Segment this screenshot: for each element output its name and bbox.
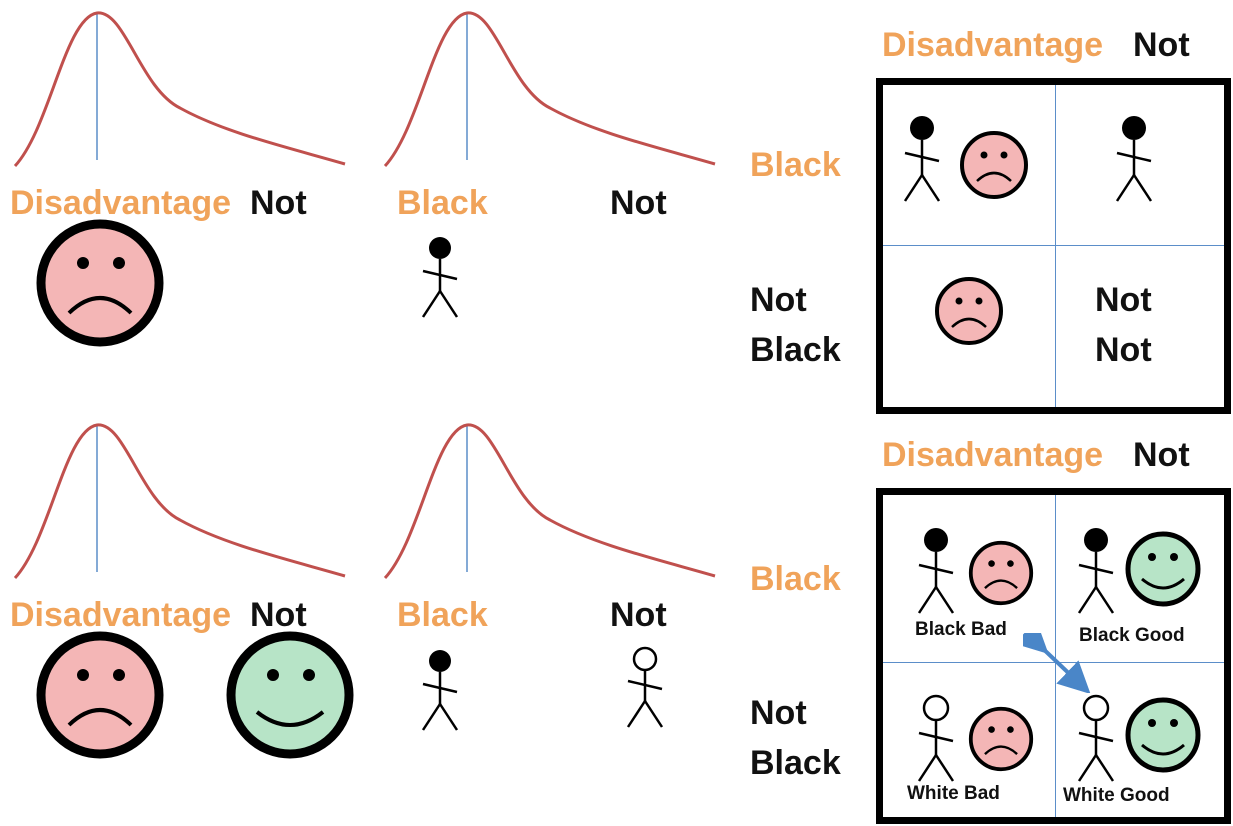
stick-figure-black-icon bbox=[1077, 528, 1115, 614]
label-disadvantage-top: Disadvantage bbox=[10, 184, 232, 222]
label-not-top-2: Not bbox=[610, 184, 667, 222]
distribution-curve-disadvantage bbox=[13, 11, 346, 168]
label-not-top-1: Not bbox=[250, 184, 307, 222]
stick-figure-black-icon bbox=[1115, 116, 1153, 202]
sad-face-icon bbox=[36, 219, 164, 347]
cell-not-not-2: Not bbox=[1095, 331, 1152, 369]
grid2-row-black: Black bbox=[750, 560, 841, 598]
grid-2x2-top: Not Not bbox=[876, 78, 1231, 414]
double-arrow-icon bbox=[1023, 633, 1091, 693]
label-not-bottom-1: Not bbox=[250, 596, 307, 634]
stick-figure-white-icon bbox=[1077, 694, 1115, 782]
stick-figure-white-icon bbox=[626, 646, 664, 728]
sad-face-icon bbox=[968, 540, 1034, 606]
stick-figure-white-icon bbox=[917, 694, 955, 782]
quadrant-label-black-bad: Black Bad bbox=[915, 619, 1007, 640]
label-not-bottom-2: Not bbox=[610, 596, 667, 634]
label-disadvantage-bottom: Disadvantage bbox=[10, 596, 232, 634]
sad-face-icon bbox=[968, 706, 1034, 772]
grid1-header-not: Not bbox=[1133, 26, 1190, 64]
quadrant-label-white-good: White Good bbox=[1063, 785, 1170, 806]
stick-figure-black-icon bbox=[917, 528, 955, 614]
happy-face-icon bbox=[226, 631, 354, 759]
grid2-row-not: Not bbox=[750, 694, 807, 732]
happy-face-icon bbox=[1125, 531, 1201, 607]
happy-face-icon bbox=[1125, 697, 1201, 773]
grid2-header-disadvantage: Disadvantage bbox=[882, 436, 1104, 474]
quadrant-label-black-good: Black Good bbox=[1079, 625, 1185, 646]
stick-figure-black-icon bbox=[903, 116, 941, 202]
grid-2x2-bottom: Black Bad Black Good White Bad bbox=[876, 488, 1231, 824]
distribution-curve-disadvantage-2 bbox=[13, 423, 346, 580]
label-black-bottom: Black bbox=[397, 596, 488, 634]
sad-face-icon bbox=[935, 277, 1003, 345]
grid1-header-disadvantage: Disadvantage bbox=[882, 26, 1104, 64]
stick-figure-black-icon bbox=[421, 650, 459, 731]
quadrant-label-white-bad: White Bad bbox=[907, 783, 1000, 804]
distribution-curve-black bbox=[383, 11, 716, 168]
grid1-row-black: Black bbox=[750, 146, 841, 184]
label-black-top: Black bbox=[397, 184, 488, 222]
cell-not-not-1: Not bbox=[1095, 281, 1152, 319]
stick-figure-black-icon bbox=[421, 237, 459, 318]
grid1-row-not: Not bbox=[750, 281, 807, 319]
sad-face-icon bbox=[960, 131, 1028, 199]
distribution-curve-black-2 bbox=[383, 423, 716, 580]
grid2-header-not: Not bbox=[1133, 436, 1190, 474]
grid2-row-black2: Black bbox=[750, 744, 841, 782]
sad-face-icon bbox=[36, 631, 164, 759]
grid1-row-black2: Black bbox=[750, 331, 841, 369]
